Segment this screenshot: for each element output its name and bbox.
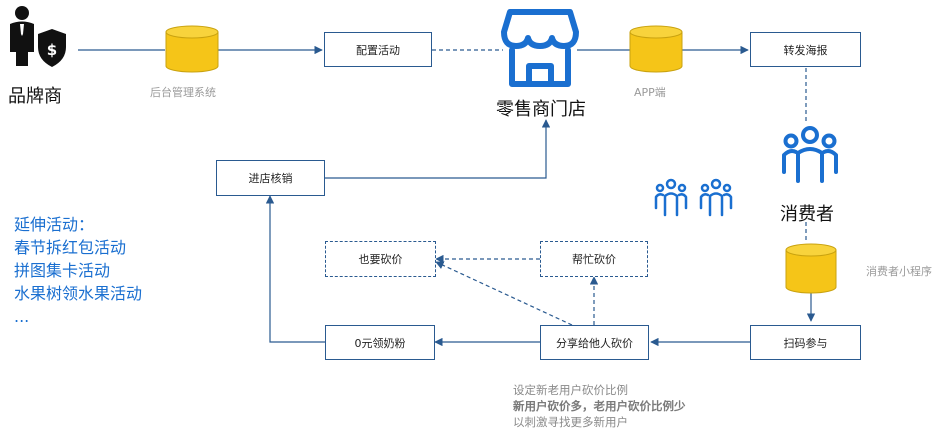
system-mini-program-label: 消费者小程序 — [866, 265, 932, 278]
step-forward-poster-box: 转发海报 — [750, 32, 861, 67]
actor-store-label: 零售商门店 — [496, 99, 586, 120]
list-item: 拼图集卡活动 — [14, 261, 111, 280]
actor-brand-label: 品牌商 — [8, 86, 62, 107]
list-item: 水果树领水果活动 — [14, 284, 143, 303]
people-group-icon — [654, 178, 688, 217]
people-group-icon — [699, 178, 733, 217]
step-get-milk-box: 0元领奶粉 — [325, 325, 435, 360]
note-line-bold: 新用户砍价多，老用户砍价比例少 — [513, 399, 686, 413]
list-item: 春节拆红包活动 — [14, 238, 127, 257]
edge-verify-to-store — [325, 119, 551, 179]
database-icon — [785, 243, 837, 294]
note-line: 以刺激寻找更多新用户 — [513, 415, 628, 429]
svg-text:$: $ — [47, 41, 57, 59]
businessman-shield-icon: $ — [10, 6, 66, 67]
list-item: ... — [14, 307, 30, 326]
step-also-bargain-box: 也要砍价 — [325, 241, 436, 277]
storefront-icon — [501, 9, 579, 87]
step-verify-in-store-box: 进店核销 — [216, 160, 325, 196]
step-configure-box: 配置活动 — [324, 32, 432, 67]
edge-milk-to-verify — [265, 195, 325, 343]
database-icon — [165, 25, 219, 73]
system-backend-label: 后台管理系统 — [150, 86, 216, 99]
bargain-ratio-notes: 设定新老用户砍价比例 新用户砍价多，老用户砍价比例少 以刺激寻找更多新用户 — [513, 382, 686, 430]
step-scan-join-box: 扫码参与 — [750, 325, 861, 360]
extension-activities-list: 延伸活动： 春节拆红包活动 拼图集卡活动 水果树领水果活动 ... — [14, 213, 142, 328]
edge-share-to-also — [435, 261, 573, 326]
system-app-label: APP端 — [634, 86, 666, 99]
step-help-bargain-box: 帮忙砍价 — [540, 241, 648, 277]
people-group-icon — [782, 126, 838, 183]
extension-title: 延伸活动： — [14, 215, 95, 234]
step-share-bargain-box: 分享给他人砍价 — [540, 325, 649, 360]
note-line: 设定新老用户砍价比例 — [513, 383, 628, 397]
database-icon — [629, 25, 683, 73]
actor-consumer-label: 消费者 — [780, 204, 834, 225]
